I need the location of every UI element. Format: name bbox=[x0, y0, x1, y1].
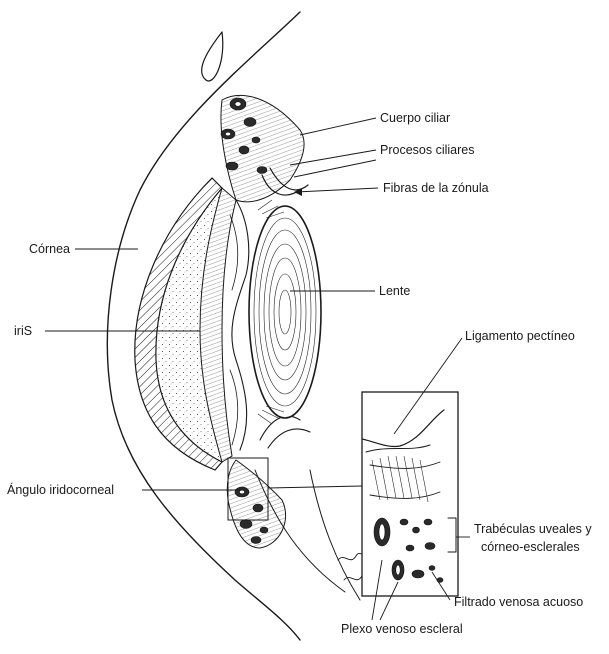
label-ligamento-pectineo: Ligamento pectíneo bbox=[465, 329, 575, 343]
lens bbox=[249, 200, 321, 424]
label-cuerpo-ciliar: Cuerpo ciliar bbox=[380, 111, 450, 125]
label-lente: Lente bbox=[379, 284, 410, 298]
label-fibras-zonula: Fibras de la zónula bbox=[383, 181, 489, 195]
label-filtrado-venosa: Filtrado venosa acuoso bbox=[454, 595, 583, 609]
label-iris: iriS bbox=[14, 324, 32, 338]
label-cornea: Córnea bbox=[29, 242, 70, 256]
label-trabeculas-line1: Trabéculas uveales y bbox=[474, 522, 592, 536]
ciliary-body-lower bbox=[227, 416, 310, 548]
label-angulo-iridocorneal: Ángulo iridocorneal bbox=[7, 482, 114, 497]
label-procesos-ciliares: Procesos ciliares bbox=[380, 143, 474, 157]
label-plexo-venoso: Plexo venoso escleral bbox=[341, 622, 463, 636]
label-trabeculas-line2: córneo-esclerales bbox=[481, 540, 580, 554]
ciliary-body-upper bbox=[221, 95, 308, 201]
inset-magnified-view bbox=[330, 392, 458, 596]
angle-to-inset-connector bbox=[268, 486, 362, 488]
